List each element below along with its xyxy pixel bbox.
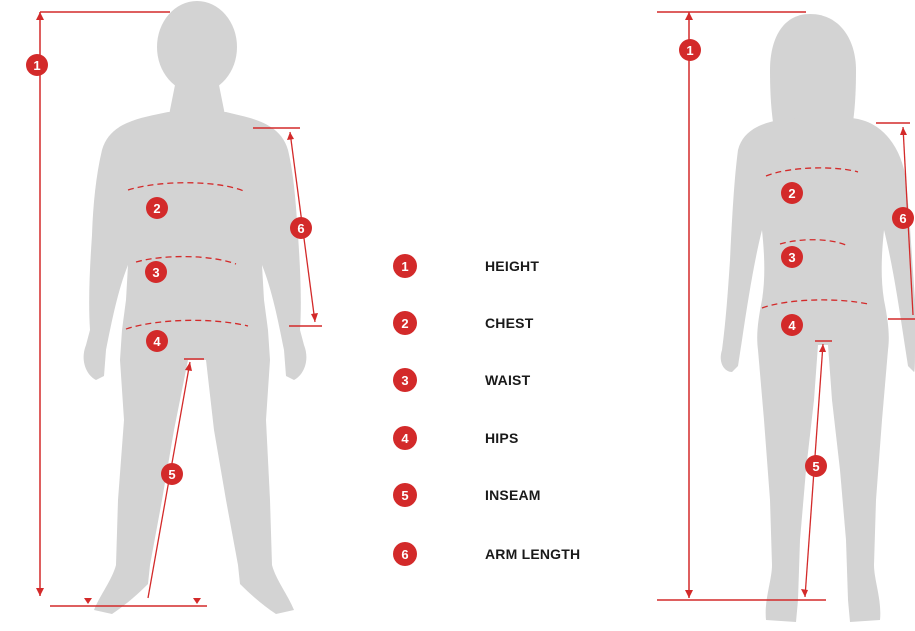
svg-text:5: 5 bbox=[812, 459, 819, 474]
male-marker-6: 6 bbox=[290, 217, 312, 239]
legend-item-height: 1 HEIGHT bbox=[393, 252, 417, 280]
svg-text:3: 3 bbox=[788, 250, 795, 265]
legend-number-badge: 4 bbox=[393, 426, 417, 450]
male-marker-3: 3 bbox=[145, 261, 167, 283]
svg-text:1: 1 bbox=[686, 43, 693, 58]
female-marker-5: 5 bbox=[805, 455, 827, 477]
female-marker-3: 3 bbox=[781, 246, 803, 268]
svg-text:1: 1 bbox=[33, 58, 40, 73]
female-marker-2: 2 bbox=[781, 182, 803, 204]
legend-number-badge: 5 bbox=[393, 483, 417, 507]
legend-item-arm-length: 6 ARM LENGTH bbox=[393, 540, 417, 568]
legend-item-hips: 4 HIPS bbox=[393, 424, 417, 452]
legend-number-badge: 3 bbox=[393, 368, 417, 392]
female-marker-6: 6 bbox=[892, 207, 914, 229]
male-silhouette bbox=[84, 1, 307, 614]
legend-item-inseam: 5 INSEAM bbox=[393, 481, 417, 509]
svg-text:2: 2 bbox=[788, 186, 795, 201]
svg-text:3: 3 bbox=[152, 265, 159, 280]
female-silhouette bbox=[721, 14, 915, 622]
svg-text:5: 5 bbox=[168, 467, 175, 482]
male-marker-5: 5 bbox=[161, 463, 183, 485]
male-marker-2: 2 bbox=[146, 197, 168, 219]
female-marker-1: 1 bbox=[679, 39, 701, 61]
male-marker-4: 4 bbox=[146, 330, 168, 352]
legend-number-badge: 1 bbox=[393, 254, 417, 278]
legend-label: HIPS bbox=[485, 430, 518, 446]
legend-label: CHEST bbox=[485, 315, 533, 331]
legend-number-badge: 6 bbox=[393, 542, 417, 566]
male-marker-1: 1 bbox=[26, 54, 48, 76]
svg-text:4: 4 bbox=[153, 334, 161, 349]
svg-text:2: 2 bbox=[153, 201, 160, 216]
legend-number-badge: 2 bbox=[393, 311, 417, 335]
legend-label: INSEAM bbox=[485, 487, 541, 503]
legend-label: WAIST bbox=[485, 372, 530, 388]
legend-item-waist: 3 WAIST bbox=[393, 366, 417, 394]
legend-label: ARM LENGTH bbox=[485, 546, 580, 562]
svg-text:4: 4 bbox=[788, 318, 796, 333]
svg-text:6: 6 bbox=[899, 211, 906, 226]
legend-item-chest: 2 CHEST bbox=[393, 309, 417, 337]
svg-text:6: 6 bbox=[297, 221, 304, 236]
female-marker-4: 4 bbox=[781, 314, 803, 336]
legend-label: HEIGHT bbox=[485, 258, 539, 274]
